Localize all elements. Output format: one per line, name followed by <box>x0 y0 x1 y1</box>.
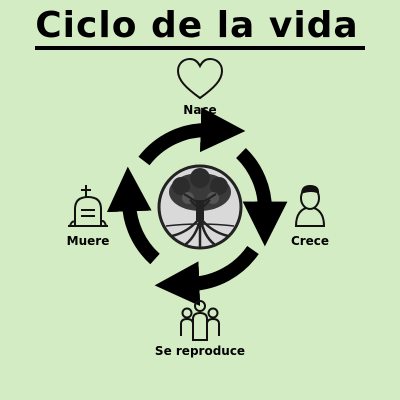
arrow-reproduction-to-death <box>154 245 259 307</box>
arrow-death-to-birth <box>106 166 160 265</box>
heart-icon <box>176 57 224 100</box>
stage-label-birth: Nace <box>183 103 217 117</box>
group-icon <box>180 300 220 341</box>
arrow-birth-to-growth <box>138 107 246 166</box>
gravestone-icon <box>68 185 108 227</box>
tree-of-life-icon <box>157 164 243 250</box>
stage-label-reproduction: Se reproduce <box>154 344 246 358</box>
title-wrap: Ciclo de la vida <box>0 6 400 50</box>
person-icon <box>294 185 326 227</box>
cycle-arrows <box>106 107 288 307</box>
page-title: Ciclo de la vida <box>35 6 365 50</box>
arrow-growth-to-reproduction <box>235 147 288 247</box>
stage-label-death: Muere <box>66 234 110 248</box>
stage-label-growth: Crece <box>290 234 330 248</box>
